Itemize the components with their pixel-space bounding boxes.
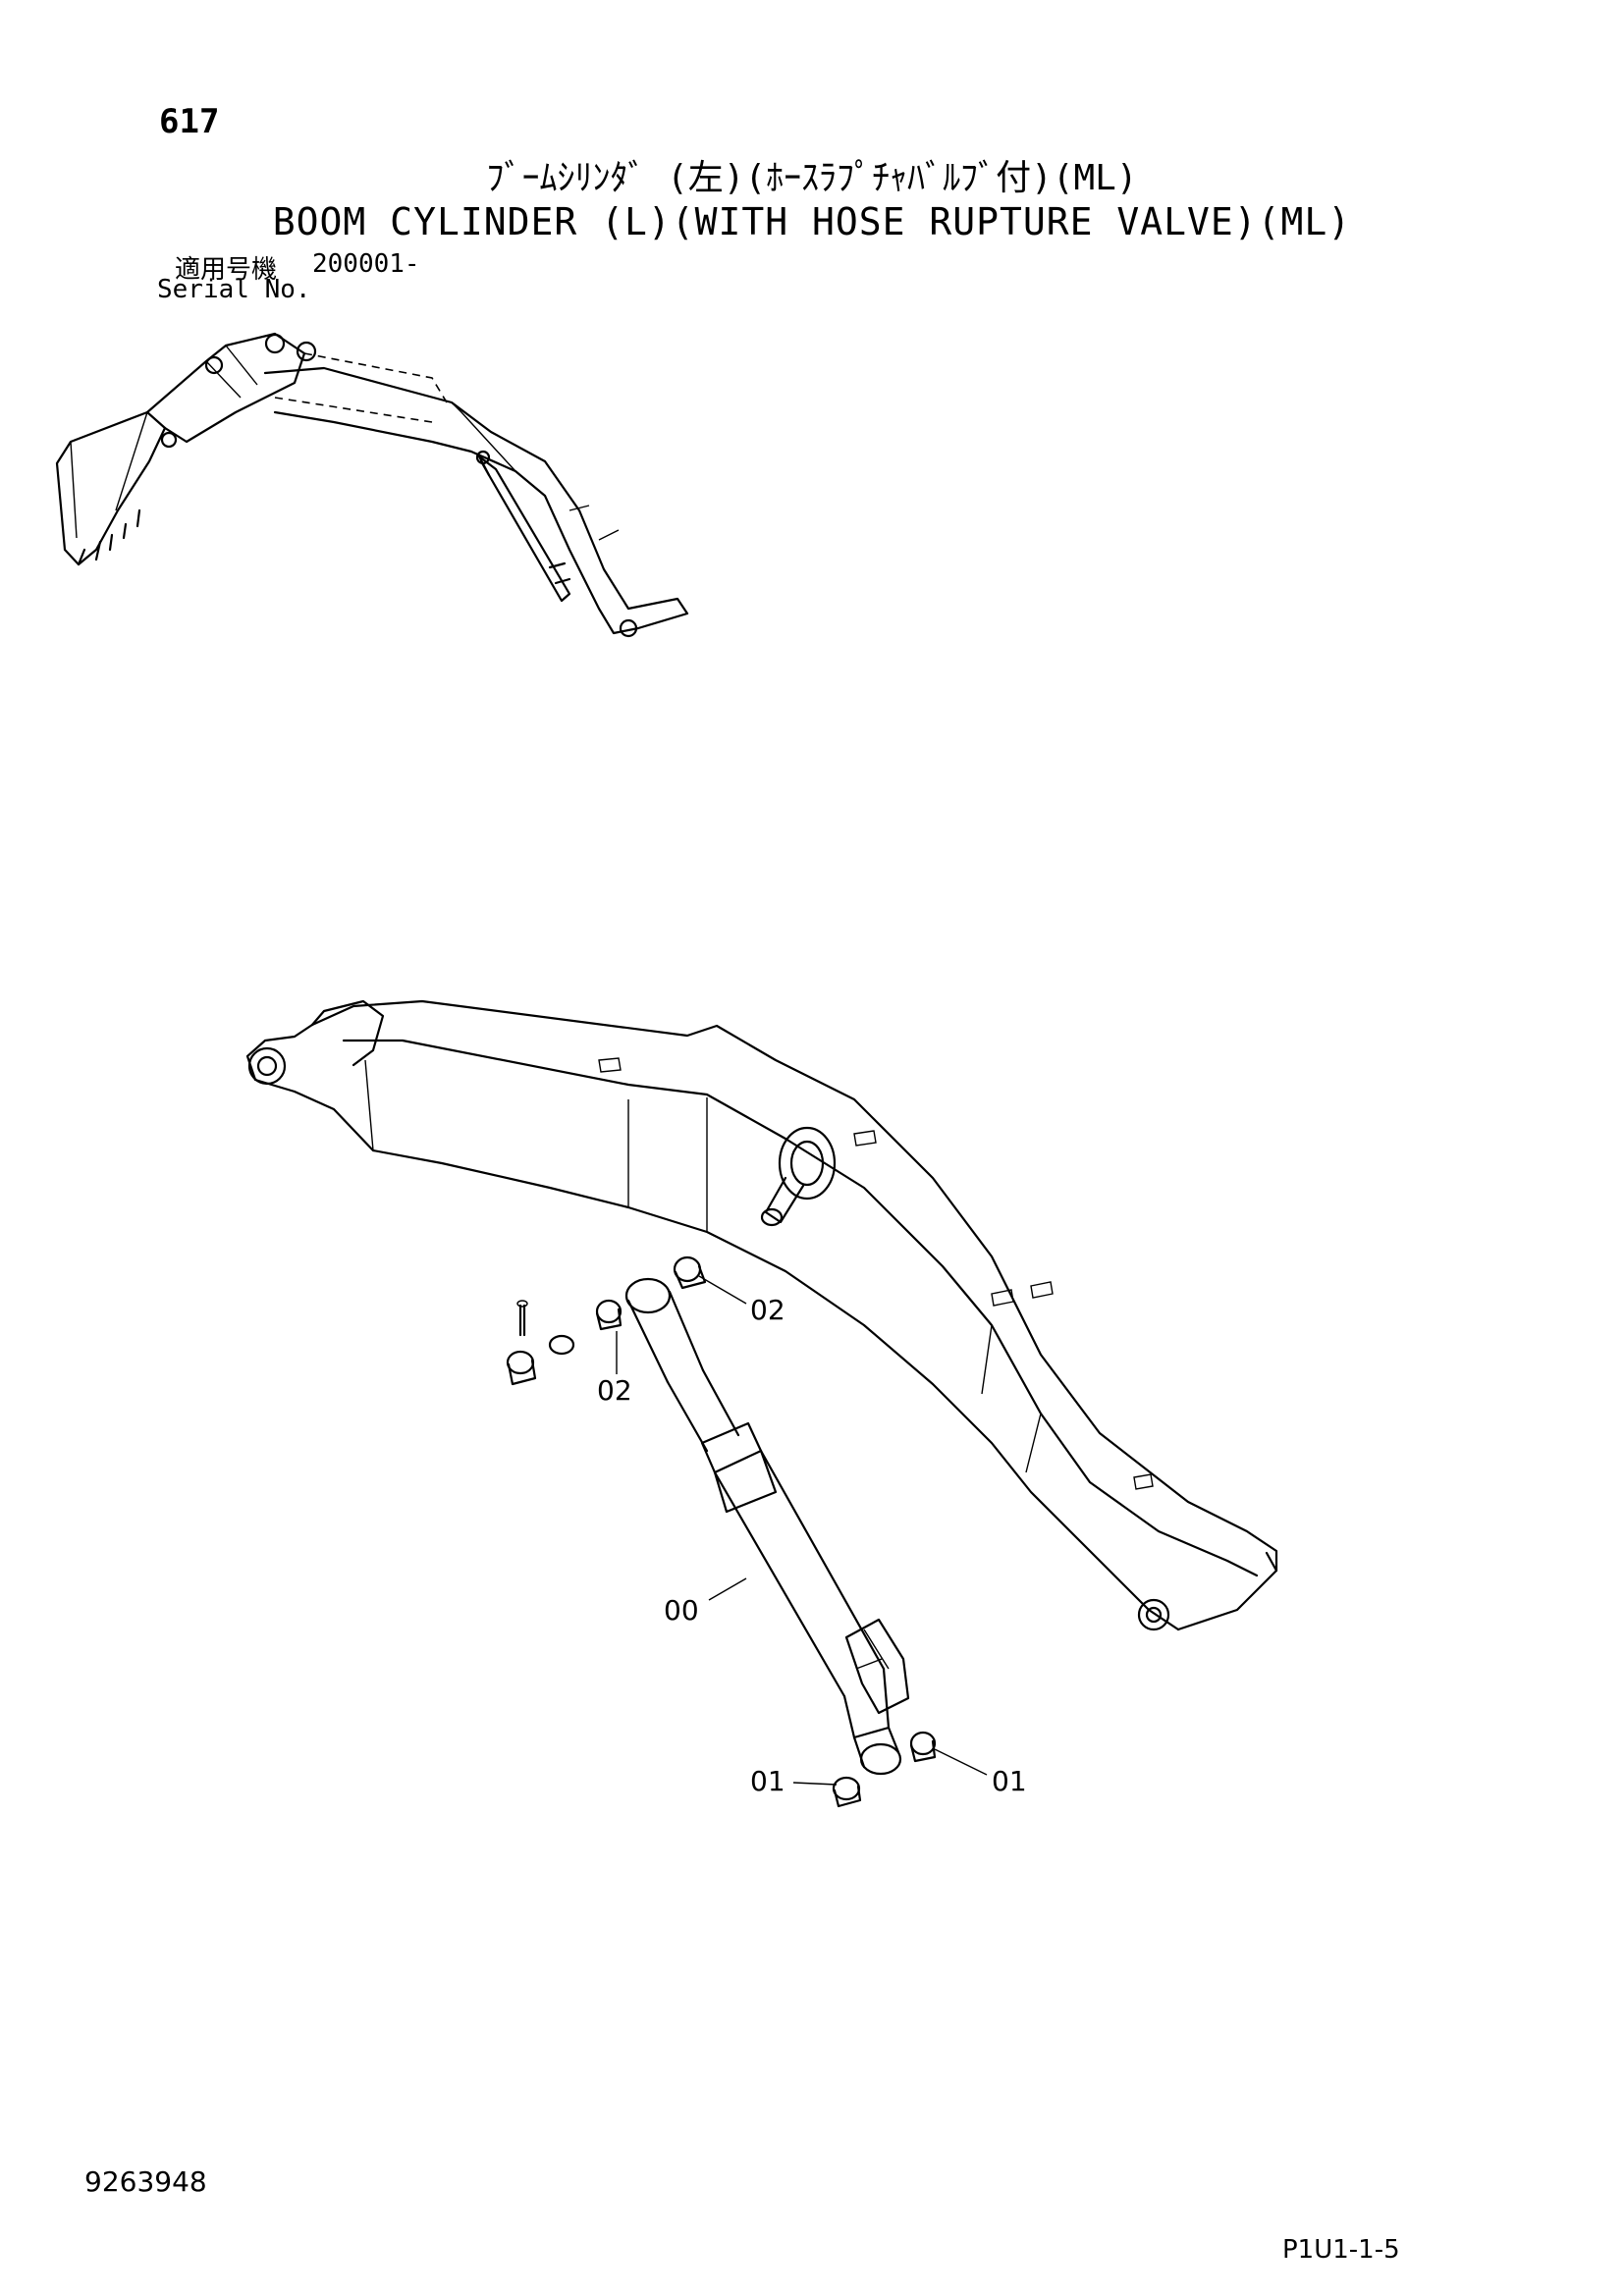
title-japanese: ﾌﾞｰﾑｼﾘﾝﾀﾞ (左)(ﾎｰｽﾗﾌﾟﾁｬﾊﾞﾙﾌﾞ付)(ML) [486, 158, 1138, 198]
serial-label-english: Serial No. [157, 275, 311, 304]
boom-cylinder [624, 1277, 910, 1776]
leader-lines [616, 1275, 988, 1786]
serial-label-japanese: 適用号機 [175, 255, 278, 285]
callout-01-left: 01 [750, 1765, 785, 1797]
document-number: 9263948 [84, 2165, 207, 2198]
overview-boom-cylinder [475, 450, 571, 603]
title-english: BOOM CYLINDER (L)(WITH HOSE RUPTURE VALV… [272, 200, 1352, 243]
cylinder-head-pin-boss [760, 1126, 837, 1227]
serial-value: 200001- [312, 249, 420, 279]
sheet-id: P1U1-1-5 [1282, 2235, 1400, 2265]
overview-arm-cylinder [274, 352, 448, 423]
bushings-and-pins [506, 1255, 937, 1808]
callout-02-upper: 02 [750, 1294, 785, 1326]
callout-02-lower: 02 [597, 1374, 632, 1407]
page-number: 617 [159, 102, 220, 141]
callout-01-right: 01 [992, 1765, 1027, 1797]
boom-body [245, 999, 1278, 1631]
callout-00: 00 [664, 1594, 699, 1627]
overview-bucket [55, 410, 167, 566]
